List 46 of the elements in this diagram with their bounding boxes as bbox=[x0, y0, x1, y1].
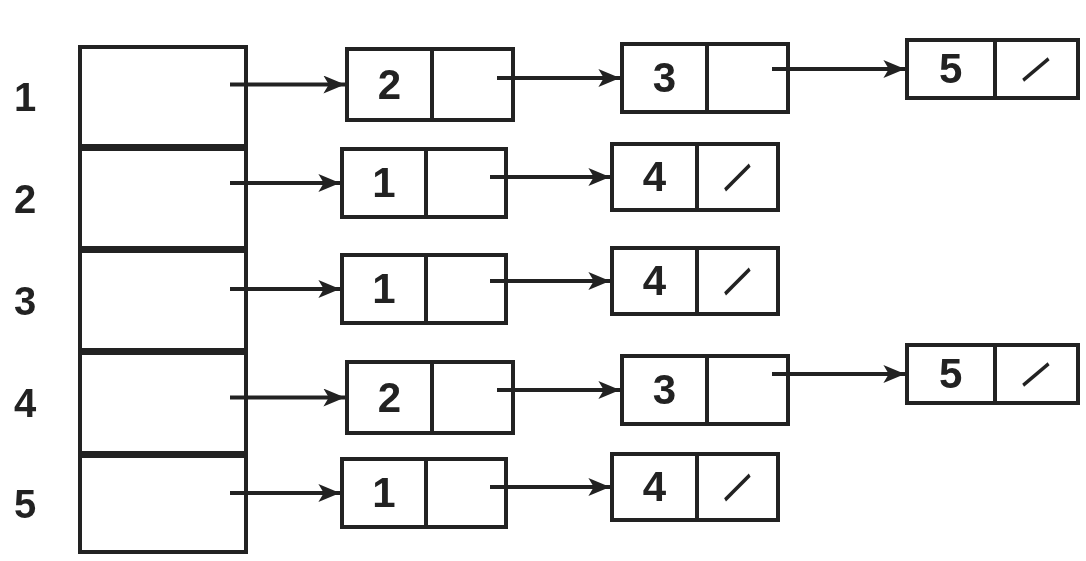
node-value: 1 bbox=[372, 268, 396, 310]
list-node bbox=[610, 246, 780, 316]
arrow bbox=[230, 388, 345, 407]
array-cell bbox=[78, 351, 248, 455]
node-value: 4 bbox=[642, 260, 667, 302]
node-value: 5 bbox=[939, 48, 963, 90]
list-node bbox=[345, 360, 515, 435]
node-value: 2 bbox=[377, 376, 402, 419]
node-value: 4 bbox=[642, 466, 667, 508]
node-value: 3 bbox=[652, 369, 677, 411]
node-value: 3 bbox=[652, 57, 677, 99]
arrow bbox=[772, 365, 905, 383]
node-value: 1 bbox=[372, 472, 396, 514]
list-node bbox=[620, 354, 790, 426]
array-cell bbox=[78, 249, 248, 352]
row-index: 4 bbox=[14, 383, 37, 423]
node-value: 4 bbox=[642, 156, 667, 198]
list-node bbox=[610, 452, 780, 522]
list-node bbox=[610, 142, 780, 212]
node-value: 2 bbox=[377, 63, 402, 106]
list-node bbox=[905, 343, 1080, 405]
arrow bbox=[230, 280, 340, 298]
arrow bbox=[497, 381, 620, 399]
list-node bbox=[905, 38, 1080, 100]
array-cell bbox=[78, 45, 248, 148]
arrow bbox=[230, 174, 340, 192]
row-index: 2 bbox=[14, 178, 37, 219]
list-node bbox=[345, 47, 515, 122]
list-node bbox=[340, 147, 508, 219]
row-index: 1 bbox=[14, 76, 37, 117]
list-node bbox=[340, 253, 508, 325]
node-value: 5 bbox=[939, 353, 963, 395]
array-cell bbox=[78, 147, 248, 250]
arrow bbox=[490, 272, 610, 290]
row-index: 5 bbox=[14, 484, 37, 524]
list-node bbox=[620, 42, 790, 114]
list-node bbox=[340, 457, 508, 529]
arrow bbox=[490, 168, 610, 186]
arrow bbox=[497, 69, 620, 87]
row-index: 3 bbox=[14, 280, 37, 321]
array-cell bbox=[78, 454, 248, 554]
arrow bbox=[772, 60, 905, 78]
arrow bbox=[230, 484, 340, 502]
node-value: 1 bbox=[372, 162, 396, 204]
arrow bbox=[230, 75, 345, 94]
arrow bbox=[490, 478, 610, 496]
